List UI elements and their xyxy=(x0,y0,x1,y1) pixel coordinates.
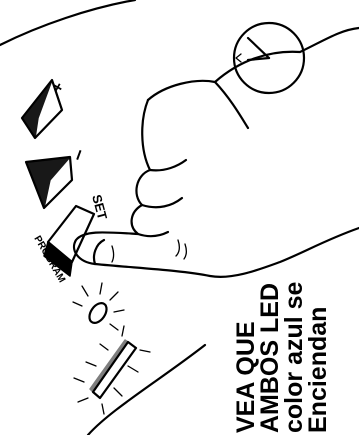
led-glow-rays-bottom xyxy=(74,326,150,414)
instruction-caption: VEA QUE AMBOS LED color azul se Encienda… xyxy=(235,282,331,433)
clock-icon xyxy=(234,23,304,93)
panel-edge-top xyxy=(0,0,135,45)
plus-label: + xyxy=(49,79,68,96)
plus-arrow-button[interactable]: + xyxy=(22,79,68,138)
caption-line-4: Enciendan xyxy=(307,282,331,433)
minus-arrow-button[interactable]: – xyxy=(26,146,91,208)
hand-illustration xyxy=(74,28,359,277)
